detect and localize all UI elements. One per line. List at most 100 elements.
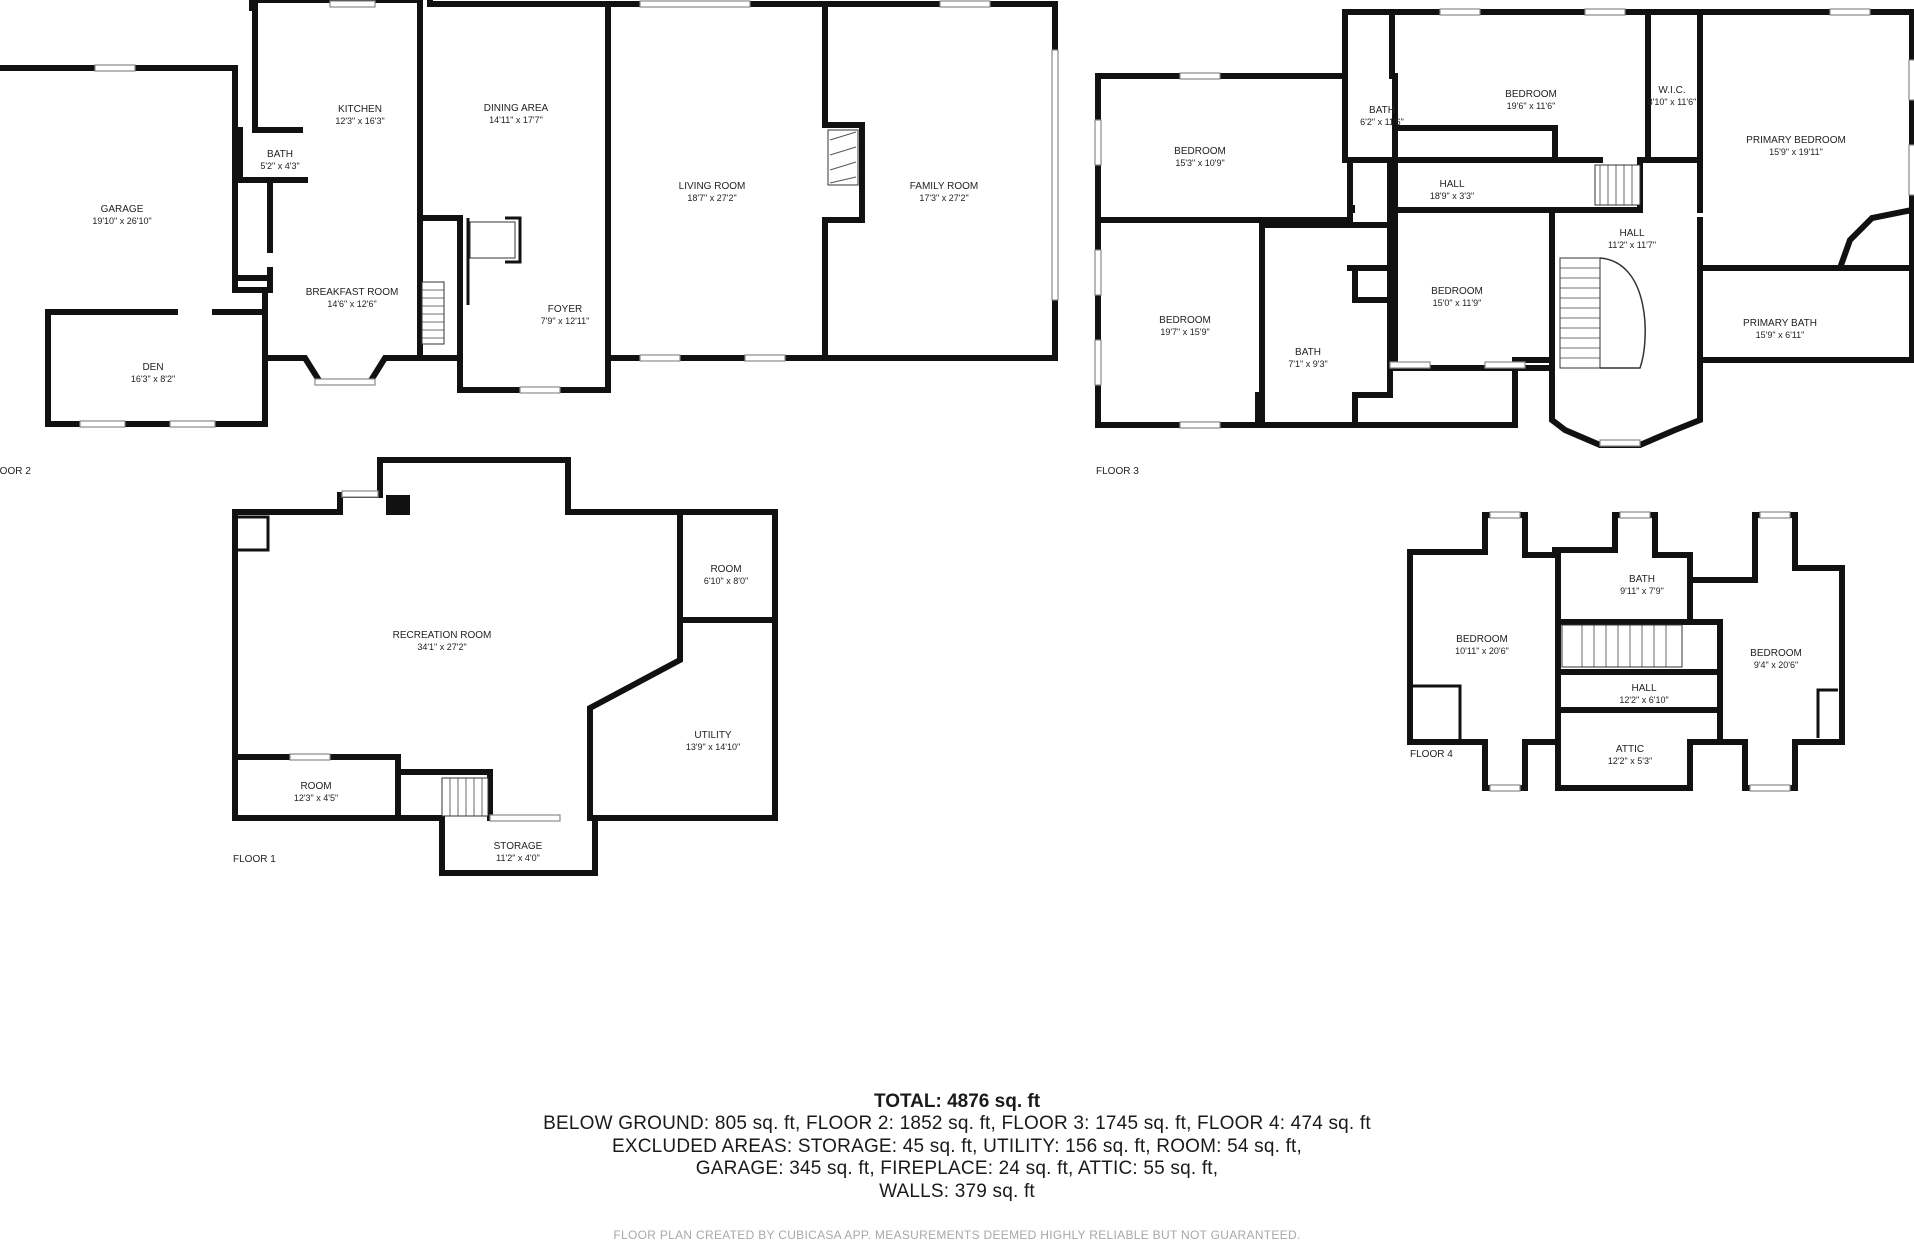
dining-dims: 14'11" x 17'7" bbox=[489, 115, 543, 125]
floor-4-windows bbox=[1489, 511, 1791, 792]
floor-1-windows bbox=[289, 490, 561, 822]
f4-bedroom-right-dims: 9'4" x 20'6" bbox=[1754, 660, 1798, 670]
floor-2-garage-wall bbox=[0, 65, 273, 427]
f4-bedroom-right-name: BEDROOM bbox=[1750, 648, 1802, 659]
kitchen-name: KITCHEN bbox=[338, 104, 382, 115]
recreation-name: RECREATION ROOM bbox=[393, 630, 492, 641]
floor-2-stairs bbox=[421, 216, 522, 345]
floor-2-bath-walls bbox=[237, 1, 308, 293]
f1-room-bottom-name: ROOM bbox=[300, 781, 331, 792]
floor-4-inner-walls bbox=[1555, 552, 1723, 745]
floor-2-living-walls bbox=[605, 1, 865, 361]
family-dims: 17'3" x 27'2" bbox=[919, 193, 968, 203]
floor-1-stairs bbox=[441, 777, 489, 817]
floor-3-primary-walls bbox=[1549, 206, 1914, 363]
primary-bath-dims: 15'9" x 6'11" bbox=[1756, 330, 1805, 340]
f2-bath-name: BATH bbox=[267, 149, 293, 160]
floor-2-plan: GARAGE 19'10" x 26'10" DEN 16'3" x 8'2" … bbox=[0, 0, 1059, 477]
floor-3-plan: BATH 6'2" x 11'6" BEDROOM 19'6" x 11'6" … bbox=[1094, 8, 1914, 477]
f4-hall-dims: 12'2" x 6'10" bbox=[1619, 695, 1668, 705]
living-name: LIVING ROOM bbox=[679, 181, 746, 192]
garage-dims: 19'10" x 26'10" bbox=[92, 216, 151, 226]
dining-name: DINING AREA bbox=[484, 103, 549, 114]
f4-bath-dims: 9'11" x 7'9" bbox=[1620, 586, 1664, 596]
f3-bath1-dims: 6'2" x 11'6" bbox=[1360, 117, 1404, 127]
floor-4-closets bbox=[1410, 684, 1838, 742]
floor-4-label: FLOOR 4 bbox=[1410, 749, 1453, 760]
f3-bedroom-center-name: BEDROOM bbox=[1431, 286, 1483, 297]
attic-name: ATTIC bbox=[1616, 744, 1644, 755]
f1-room-small-dims: 6'10" x 8'0" bbox=[704, 576, 748, 586]
floor-1-closet bbox=[238, 515, 270, 552]
f3-bath2-name: BATH bbox=[1295, 347, 1321, 358]
floor-3-windows bbox=[1094, 8, 1914, 447]
area-summary: TOTAL: 4876 sq. ft BELOW GROUND: 805 sq.… bbox=[0, 1090, 1914, 1203]
floor-1-plan: RECREATION ROOM 34'1" x 27'2" ROOM 6'10"… bbox=[232, 457, 778, 876]
floor-1-outer-wall bbox=[232, 457, 778, 876]
living-dims: 18'7" x 27'2" bbox=[687, 193, 736, 203]
floor-3-left-walls bbox=[1095, 73, 1393, 428]
f3-hall-upper-name: HALL bbox=[1439, 179, 1464, 190]
den-name: DEN bbox=[142, 362, 163, 373]
kitchen-dims: 12'3" x 16'3" bbox=[335, 116, 384, 126]
f4-bath-name: BATH bbox=[1629, 574, 1655, 585]
floor-areas: BELOW GROUND: 805 sq. ft, FLOOR 2: 1852 … bbox=[543, 1113, 1371, 1134]
floor-3-hall-walls bbox=[1342, 157, 1703, 371]
floor-1-column bbox=[386, 495, 410, 515]
fireplace bbox=[827, 129, 859, 186]
primary-bath-name: PRIMARY BATH bbox=[1743, 318, 1817, 329]
family-name: FAMILY ROOM bbox=[910, 181, 979, 192]
f3-hall-lower-dims: 11'2" x 11'7" bbox=[1608, 240, 1656, 250]
f3-bath1-name: BATH bbox=[1369, 105, 1395, 116]
walls-area: WALLS: 379 sq. ft bbox=[879, 1180, 1035, 1202]
f3-bedroom-bl-name: BEDROOM bbox=[1159, 315, 1211, 326]
f3-bedroom-center-dims: 15'0" x 11'9" bbox=[1433, 298, 1482, 308]
excluded-areas: EXCLUDED AREAS: STORAGE: 45 sq. ft, UTIL… bbox=[611, 1135, 1303, 1157]
excluded-areas-cont: GARAGE: 345 sq. ft, FIREPLACE: 24 sq. ft… bbox=[695, 1158, 1219, 1179]
floor-1-inner-walls bbox=[232, 509, 778, 821]
f3-bedroom-top-dims: 19'6" x 11'6" bbox=[1507, 101, 1556, 111]
garage-name: GARAGE bbox=[101, 204, 144, 215]
f3-bedroom-top-name: BEDROOM bbox=[1505, 89, 1557, 100]
floor-2-label: FLOOR 2 bbox=[0, 466, 31, 477]
foyer-dims: 7'9" x 12'11" bbox=[541, 316, 590, 326]
wic-name: W.I.C. bbox=[1658, 85, 1685, 96]
floor-3-stairs bbox=[1559, 164, 1646, 369]
attic-dims: 12'2" x 5'3" bbox=[1608, 756, 1652, 766]
f3-bath2-dims: 7'1" x 9'3" bbox=[1288, 359, 1327, 369]
f4-bedroom-left-name: BEDROOM bbox=[1456, 634, 1508, 645]
breakfast-dims: 14'6" x 12'6" bbox=[327, 299, 376, 309]
f3-bedroom-bl-dims: 19'7" x 15'9" bbox=[1160, 327, 1209, 337]
breakfast-name: BREAKFAST ROOM bbox=[306, 287, 399, 298]
floor-3-wic-walls bbox=[1645, 9, 1703, 163]
f4-hall-name: HALL bbox=[1631, 683, 1656, 694]
storage-dims: 11'2" x 4'0" bbox=[496, 853, 540, 863]
f3-bedroom-left-dims: 15'3" x 10'9" bbox=[1175, 158, 1224, 168]
floor-2-dining-walls bbox=[417, 1, 463, 393]
primary-bedroom-name: PRIMARY BEDROOM bbox=[1746, 135, 1846, 146]
floor-1-label: FLOOR 1 bbox=[233, 854, 276, 865]
floor-3-bath-walls bbox=[1342, 9, 1558, 163]
foyer-name: FOYER bbox=[548, 304, 582, 315]
f3-hall-lower-name: HALL bbox=[1619, 228, 1644, 239]
utility-dims: 13'9" x 14'10" bbox=[686, 742, 740, 752]
f1-room-small-name: ROOM bbox=[710, 564, 741, 575]
floor-2-outer-wall bbox=[0, 0, 1058, 393]
storage-name: STORAGE bbox=[494, 841, 543, 852]
f2-bath-dims: 5'2" x 4'3" bbox=[260, 161, 299, 171]
f3-bedroom-left-name: BEDROOM bbox=[1174, 146, 1226, 157]
recreation-dims: 34'1" x 27'2" bbox=[417, 642, 466, 652]
floor-3-label: FLOOR 3 bbox=[1096, 466, 1139, 477]
den-dims: 16'3" x 8'2" bbox=[131, 374, 175, 384]
floor-4-plan: BATH 9'11" x 7'9" BEDROOM 10'11" x 20'6"… bbox=[1407, 511, 1845, 792]
f4-bedroom-left-dims: 10'11" x 20'6" bbox=[1455, 646, 1509, 656]
f1-room-bottom-dims: 12'3" x 4'5" bbox=[294, 793, 338, 803]
floor-4-stairs bbox=[1561, 624, 1683, 668]
utility-name: UTILITY bbox=[694, 730, 732, 741]
total-area: TOTAL: 4876 sq. ft bbox=[873, 1091, 1041, 1112]
floor-2-windows bbox=[79, 0, 1059, 428]
fireplace-hatch bbox=[829, 131, 857, 184]
primary-bedroom-dims: 15'9" x 19'11" bbox=[1769, 147, 1823, 157]
disclaimer: FLOOR PLAN CREATED BY CUBICASA APP. MEAS… bbox=[613, 1228, 1301, 1242]
